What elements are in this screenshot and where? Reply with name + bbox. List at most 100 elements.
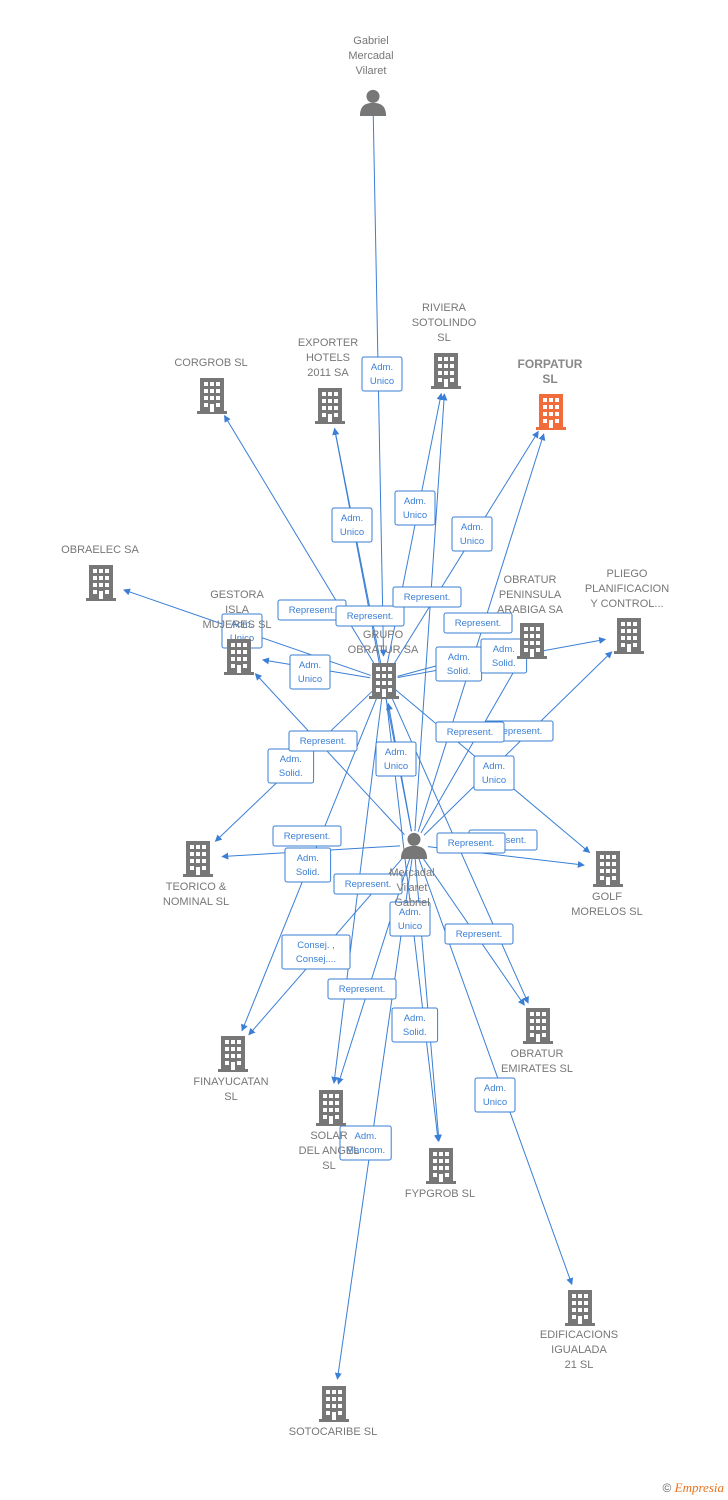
node-label: Mercadal	[389, 867, 434, 879]
edge-label[interactable]: Adm.Solid.	[435, 646, 483, 682]
edge-label-box	[394, 490, 436, 526]
node-obratur_emirates[interactable]: OBRATUR EMIRATES SL	[501, 1008, 573, 1075]
edge-label-box	[391, 1007, 439, 1043]
building-icon	[517, 623, 547, 659]
edge-label-box	[361, 356, 403, 392]
building-icon	[316, 1090, 346, 1126]
node-label: SL	[224, 1091, 237, 1103]
edge-label-box	[444, 923, 514, 945]
edge-mercadal-pliego	[423, 651, 613, 836]
edge-label-box	[375, 741, 417, 777]
node-sotocaribe[interactable]: SOTOCARIBE SL	[289, 1386, 377, 1438]
edge-label[interactable]: Represent.	[272, 825, 342, 847]
node-fypgrob[interactable]: FYPGROB SL	[405, 1148, 475, 1200]
edge-label[interactable]: Represent.	[333, 873, 403, 895]
node-label: TEORICO &	[166, 881, 227, 893]
node-label: PENINSULA	[499, 589, 562, 601]
edge-label[interactable]: Consej. ,Consej....	[281, 934, 351, 970]
node-label: OBRATUR	[511, 1048, 564, 1060]
building-icon	[224, 639, 254, 675]
edge-label[interactable]: Adm.Unico	[473, 755, 515, 791]
edge-label[interactable]: Adm.Unico	[289, 654, 331, 690]
edge-mercadal-solar	[336, 858, 411, 1085]
edge-label[interactable]: Adm.Unico	[389, 901, 431, 937]
edge-label[interactable]: Adm.Unico	[375, 741, 417, 777]
edge-label-box	[333, 873, 403, 895]
edge-label[interactable]: Adm.Mancom.	[339, 1125, 392, 1161]
edge-label-text: Adm.	[484, 1083, 506, 1094]
edge-label[interactable]: Represent.	[435, 721, 505, 743]
node-label: 21 SL	[565, 1359, 594, 1371]
edge-label-text: Solid.	[296, 867, 320, 878]
edge-label[interactable]: Represent.	[436, 832, 506, 854]
edge-label[interactable]: Represent.	[444, 923, 514, 945]
node-obraelec[interactable]: OBRAELEC SA	[61, 544, 139, 601]
node-label: 2011 SA	[307, 367, 349, 379]
node-label: SL	[322, 1160, 335, 1172]
node-label: FORPATUR	[518, 357, 583, 371]
edge-label[interactable]: Adm. Solid.	[284, 847, 332, 883]
edge-label[interactable]: Represent.	[443, 612, 513, 634]
node-label: GRUPO	[363, 629, 404, 641]
edge-label[interactable]: Represent.	[392, 586, 462, 608]
edge-label-text: Represent.	[447, 727, 493, 738]
edge-label[interactable]: Adm. Unico	[474, 1077, 516, 1113]
node-corgrob[interactable]: CORGROB SL	[174, 357, 248, 414]
building-icon	[426, 1148, 456, 1184]
edge-labels-layer: Adm.UnicoRepresent.Adm.UnicoAdm.UnicoAdm…	[221, 356, 554, 1161]
edge-label-text: Unico	[483, 1097, 507, 1108]
edge-label-text: Unico	[482, 775, 506, 786]
edge-label[interactable]: Represent.	[335, 605, 405, 627]
node-label: SOTOCARIBE SL	[289, 1426, 377, 1438]
edge-label-text: Adm.	[280, 754, 302, 765]
edge-label-text: Represent.	[456, 929, 502, 940]
edge-label-box	[327, 978, 397, 1000]
node-label: ARABIGA SA	[497, 604, 564, 616]
edge-label-text: Solid.	[279, 768, 303, 779]
edge-label-text: Represent.	[347, 611, 393, 622]
edge-label[interactable]: Adm.Unico	[451, 516, 493, 552]
edge-label-text: Adm.	[297, 853, 319, 864]
edge-label-text: Adm.	[371, 362, 393, 373]
edge-label-text: Represent.	[455, 618, 501, 629]
edges-layer	[123, 115, 613, 1380]
edge-label[interactable]: Represent.	[327, 978, 397, 1000]
edge-label[interactable]: Adm. Solid.	[267, 748, 315, 784]
edge-label[interactable]: Adm.Unico	[361, 356, 403, 392]
node-label: Mercadal	[348, 50, 393, 62]
copyright-icon: ©	[662, 1481, 672, 1495]
edge-label-text: Represent.	[448, 838, 494, 849]
node-label: SL	[437, 332, 450, 344]
node-label: EDIFICACIONS	[540, 1329, 618, 1341]
edge-label-text: Represent.	[284, 831, 330, 842]
edge-mercadal-sotocaribe	[334, 858, 413, 1380]
edge-label[interactable]: Adm.Unico	[331, 507, 373, 543]
edge-label[interactable]: Adm.Unico	[394, 490, 436, 526]
edge-label-text: Adm.	[299, 660, 321, 671]
building-icon	[523, 1008, 553, 1044]
edge-label-box	[331, 507, 373, 543]
edge-label[interactable]: Adm.Solid.	[391, 1007, 439, 1043]
node-teorico[interactable]: TEORICO &NOMINAL SL	[163, 841, 229, 908]
edge-mercadal-riviera	[414, 393, 448, 832]
edge-label-text: Solid.	[403, 1027, 427, 1038]
edge-label[interactable]: Represent.	[288, 730, 358, 752]
node-label: EMIRATES SL	[501, 1063, 573, 1075]
node-label: EXPORTER	[298, 337, 358, 349]
node-label: SOTOLINDO	[412, 317, 477, 329]
footer-brand[interactable]: © Empresia	[662, 1480, 724, 1496]
person-icon	[359, 89, 387, 116]
